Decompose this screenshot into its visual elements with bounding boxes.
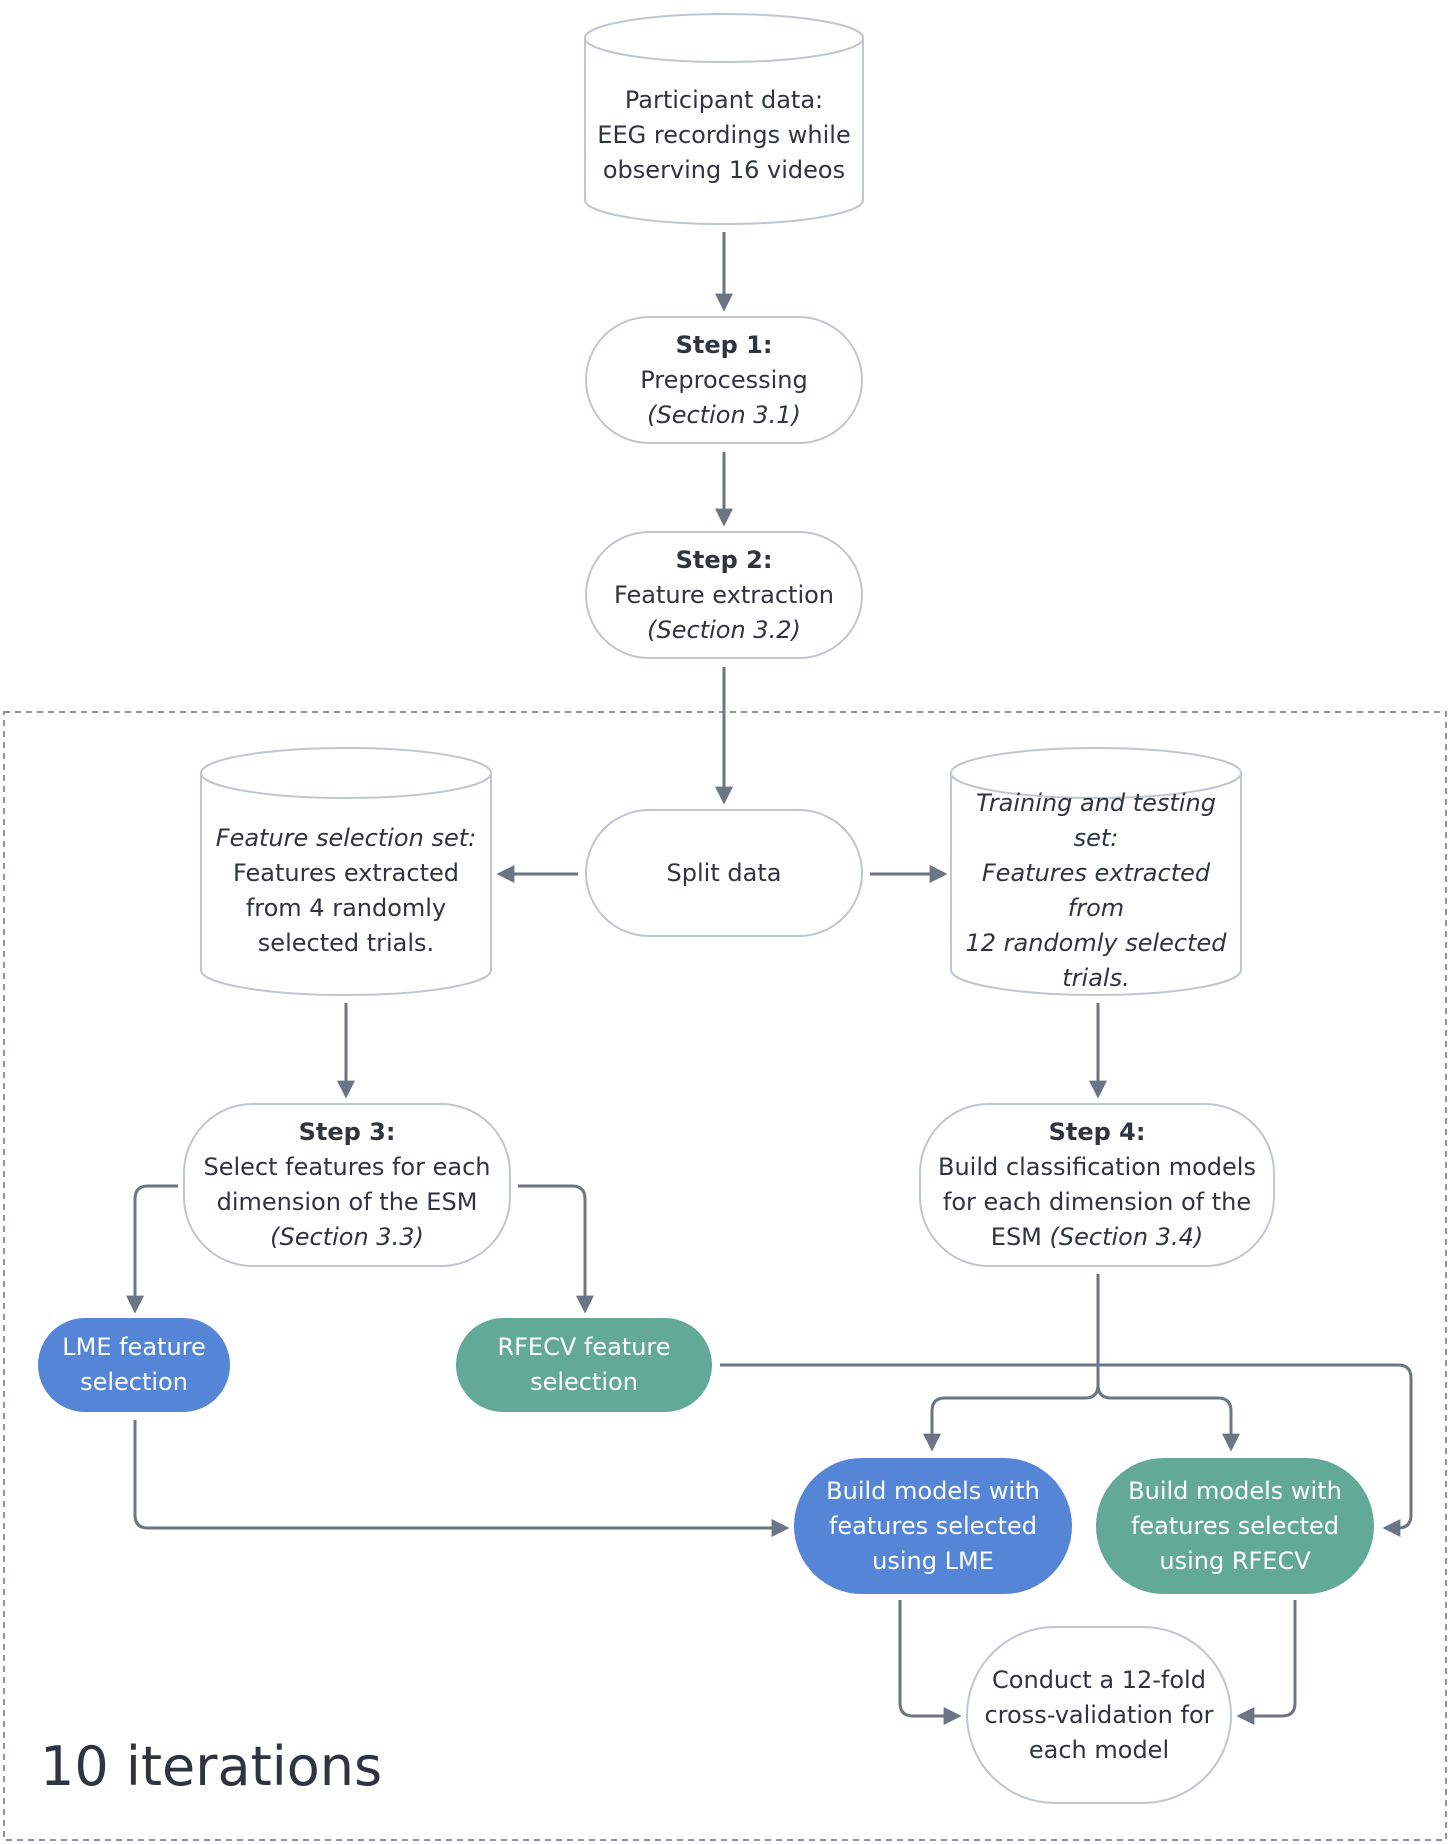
build-rfecv-line-1: Build models with <box>1128 1476 1342 1505</box>
feature-selection-set-node: Feature selection set: Features extracte… <box>201 818 491 964</box>
crossval-line-1: Conduct a 12-fold <box>992 1665 1206 1694</box>
build-models-lme-node: Build models with features selected usin… <box>794 1458 1072 1594</box>
participant-line-3: observing 16 videos <box>602 155 846 184</box>
arrow-step3-to-lme <box>126 1184 178 1314</box>
step4-title: Step 4: <box>1048 1118 1146 1146</box>
crossval-node: Conduct a 12-fold cross-validation for e… <box>966 1626 1232 1804</box>
feature-set-line-1: Features extracted <box>233 859 459 887</box>
training-testing-set-node: Training and testing set: Features extra… <box>951 789 1241 992</box>
build-rfecv-line-3: using RFECV <box>1159 1546 1311 1575</box>
crossval-line-3: each model <box>1028 1735 1170 1764</box>
step4-line-3: ESM (Section 3.4) <box>991 1220 1203 1255</box>
step2-section: (Section 3.2) <box>647 615 801 644</box>
arrow-build-rfecv-to-crossval <box>1236 1600 1297 1725</box>
step3-line-1: Select features for each <box>203 1153 491 1181</box>
step4-esm: ESM <box>990 1223 1050 1251</box>
build-lme-line-1: Build models with <box>826 1476 1040 1505</box>
split-text: Split data <box>666 858 782 887</box>
step1-preprocessing-node: Step 1: Preprocessing (Section 3.1) <box>585 316 863 444</box>
build-models-rfecv-node: Build models with features selected usin… <box>1096 1458 1374 1594</box>
participant-line-1: Participant data: <box>624 85 824 114</box>
lme-feature-selection-node: LME feature selection <box>38 1318 230 1412</box>
feature-set-line-2: from 4 randomly <box>245 894 447 922</box>
rfecv-line-1: RFECV feature <box>497 1333 671 1361</box>
step2-feature-extraction-node: Step 2: Feature extraction (Section 3.2) <box>585 531 863 659</box>
rfecv-line-2: selection <box>530 1368 638 1396</box>
arrow-step4-to-build-lme <box>923 1384 1100 1452</box>
step4-build-models-node: Step 4: Build classification models for … <box>919 1103 1275 1267</box>
train-set-line-2: Features extracted from <box>981 859 1211 922</box>
feature-set-cylinder <box>200 747 492 996</box>
step1-text: Preprocessing <box>640 365 808 394</box>
step4-section: (Section 3.4) <box>1049 1223 1204 1251</box>
train-set-line-1: Training and testing set: <box>976 789 1216 852</box>
build-rfecv-line-2: features selected <box>1130 1511 1340 1540</box>
crossval-line-2: cross-validation for <box>984 1700 1214 1729</box>
arrow-step4-to-build-rfecv <box>1096 1384 1240 1452</box>
build-lme-line-3: using LME <box>872 1546 994 1575</box>
feature-set-line-3: selected trials. <box>257 929 435 957</box>
lme-line-1: LME feature <box>62 1333 206 1361</box>
train-set-line-4: trials. <box>1062 964 1130 992</box>
step2-title: Step 2: <box>675 545 773 574</box>
step4-line-2: for each dimension of the <box>942 1188 1252 1216</box>
arrow-build-lme-to-crossval <box>898 1600 962 1725</box>
step2-text: Feature extraction <box>613 580 835 609</box>
step3-title: Step 3: <box>298 1118 396 1146</box>
step3-select-features-node: Step 3: Select features for each dimensi… <box>183 1103 511 1267</box>
participant-cylinder <box>584 13 864 225</box>
arrow-step3-to-rfecv <box>518 1184 594 1314</box>
participant-data-node: Participant data: EEG recordings while o… <box>585 80 863 190</box>
feature-set-heading: Feature selection set: <box>215 824 477 852</box>
step3-line-2: dimension of the ESM <box>216 1188 478 1216</box>
step4-line-1: Build classification models <box>938 1153 1256 1181</box>
arrow-rfecv-to-build-rfecv <box>720 1363 1413 1537</box>
participant-line-2: EEG recordings while <box>597 120 851 149</box>
train-set-line-3: 12 randomly selected <box>965 929 1227 957</box>
split-data-node: Split data <box>585 809 863 937</box>
iterations-label: 10 iterations <box>40 1735 383 1798</box>
step3-section: (Section 3.3) <box>270 1223 424 1251</box>
train-set-cylinder <box>950 747 1242 996</box>
step1-title: Step 1: <box>675 330 773 359</box>
arrow-lme-to-build-lme <box>133 1420 790 1537</box>
lme-line-2: selection <box>80 1368 188 1396</box>
rfecv-feature-selection-node: RFECV feature selection <box>456 1318 712 1412</box>
step1-section: (Section 3.1) <box>647 400 801 429</box>
build-lme-line-2: features selected <box>828 1511 1038 1540</box>
